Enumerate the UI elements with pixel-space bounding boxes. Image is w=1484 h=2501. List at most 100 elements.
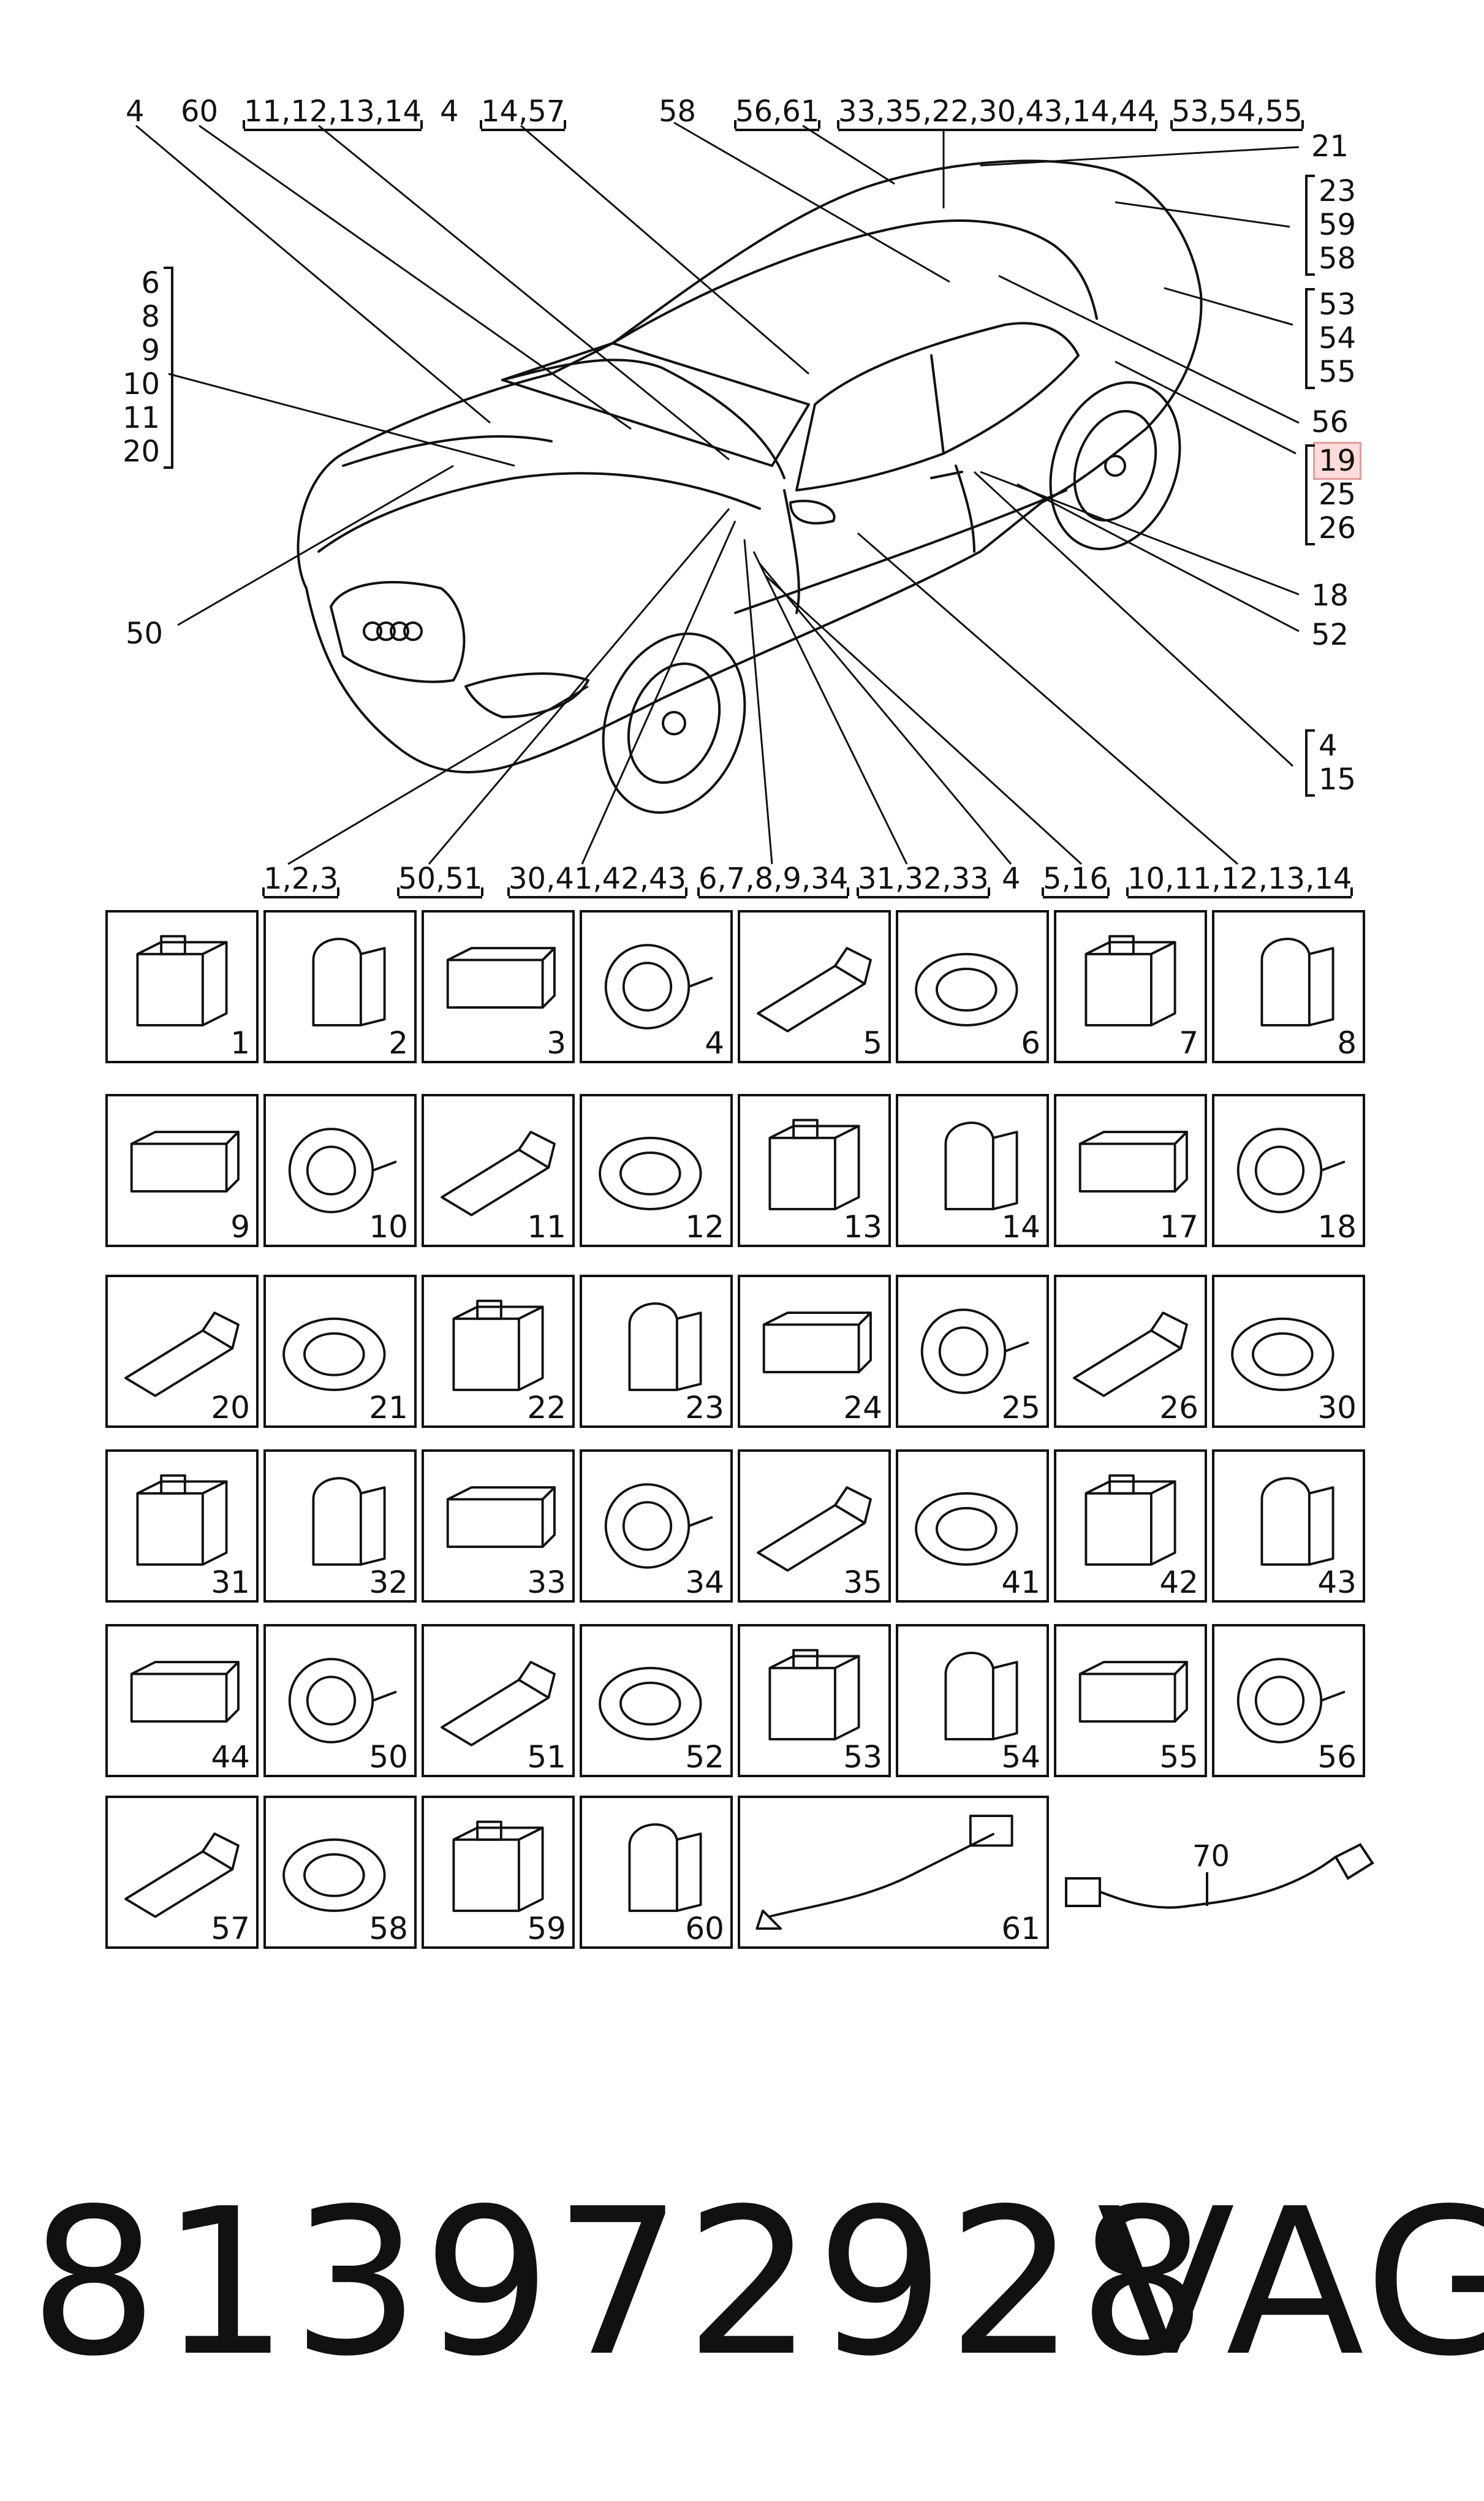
part-cell[interactable]: 18 xyxy=(1212,1094,1365,1247)
part-cell[interactable]: 14 xyxy=(896,1094,1049,1247)
part-drawing xyxy=(441,1131,556,1216)
part-cell[interactable]: 34 xyxy=(580,1449,733,1603)
callout-top-4: 4 xyxy=(440,94,459,129)
part-cell[interactable]: 9 xyxy=(105,1094,259,1247)
part-cell[interactable]: 53 xyxy=(738,1624,891,1777)
part-number-label: 35 xyxy=(843,1565,882,1600)
part-cell[interactable]: 51 xyxy=(422,1624,575,1777)
part-drawing xyxy=(452,1299,544,1391)
part-number-label: 43 xyxy=(1317,1565,1357,1600)
part-drawing xyxy=(599,1136,702,1210)
part-cell[interactable]: 44 xyxy=(105,1624,259,1777)
part-cell[interactable]: 52 xyxy=(580,1624,733,1777)
part-drawing xyxy=(599,1666,702,1740)
part-number-label: 58 xyxy=(369,1911,408,1946)
part-cell[interactable]: 50 xyxy=(263,1624,417,1777)
part-cell[interactable]: 57 xyxy=(105,1796,259,1949)
part-drawing xyxy=(312,1477,386,1566)
part-cell[interactable]: 6 xyxy=(896,910,1049,1063)
callout-right-group-item: 58 xyxy=(1319,241,1357,276)
part-cell[interactable]: 54 xyxy=(896,1624,1049,1777)
part-drawing xyxy=(288,1658,397,1744)
part-cell[interactable]: 2 xyxy=(263,910,417,1063)
part-cell[interactable]: 24 xyxy=(738,1275,891,1428)
callout-right-group-item: 59 xyxy=(1319,208,1357,242)
part-number-label: 1 xyxy=(230,1025,250,1061)
part-cell[interactable]: 35 xyxy=(738,1449,891,1603)
callout-bottom-3: 30,41,42,43 xyxy=(507,864,688,898)
callout-right-group-item-highlighted: 19 xyxy=(1312,442,1362,480)
part-number-label: 13 xyxy=(843,1209,882,1245)
callout-top-9: 53,54,55 xyxy=(1170,97,1304,131)
callout-top-3: 11,12,13,14 xyxy=(242,97,423,131)
part-number-label: 32 xyxy=(369,1565,408,1600)
callout-left-group-item: 8 xyxy=(141,300,161,334)
part-drawing xyxy=(1073,1311,1188,1397)
part-number-label: 54 xyxy=(1001,1739,1040,1775)
part-number-label: 17 xyxy=(1159,1209,1198,1245)
part-70-label: 70 xyxy=(1192,1839,1230,1873)
callout-right-group-2: 53 54 55 xyxy=(1305,288,1356,389)
part-drawing xyxy=(944,1121,1018,1210)
part-cell[interactable]: 3 xyxy=(422,910,575,1063)
callout-right-group-1: 23 59 58 xyxy=(1305,175,1356,276)
part-cell[interactable]: 60 xyxy=(580,1796,733,1949)
callout-right-52: 52 xyxy=(1311,618,1349,652)
part-number-label: 24 xyxy=(843,1390,882,1425)
part-cell[interactable]: 26 xyxy=(1054,1275,1207,1428)
callout-right-group-item: 53 xyxy=(1319,287,1357,322)
part-drawing xyxy=(920,1308,1029,1394)
part-drawing xyxy=(136,935,228,1027)
part-cell[interactable]: 22 xyxy=(422,1275,575,1428)
part-drawing xyxy=(757,947,872,1033)
callout-top-6: 58 xyxy=(659,94,697,129)
part-cell[interactable]: 21 xyxy=(263,1275,417,1428)
callout-bottom-5: 31,32,33 xyxy=(857,864,990,898)
part-cell[interactable]: 23 xyxy=(580,1275,733,1428)
part-cell[interactable]: 43 xyxy=(1212,1449,1365,1603)
part-cell[interactable]: 25 xyxy=(896,1275,1049,1428)
part-cell[interactable]: 7 xyxy=(1054,910,1207,1063)
part-cell[interactable]: 31 xyxy=(105,1449,259,1603)
part-cell[interactable]: 5 xyxy=(738,910,891,1063)
part-cell[interactable]: 41 xyxy=(896,1449,1049,1603)
part-cell[interactable]: 20 xyxy=(105,1275,259,1428)
part-cell[interactable]: 58 xyxy=(263,1796,417,1949)
part-drawing xyxy=(762,1311,872,1373)
callout-right-group-3: 19 25 26 xyxy=(1305,442,1362,545)
callout-bottom-6: 4 xyxy=(1002,862,1021,896)
part-number-label: 2 xyxy=(388,1025,408,1061)
part-cell[interactable]: 55 xyxy=(1054,1624,1207,1777)
part-number-label: 22 xyxy=(527,1390,566,1425)
part-cell[interactable]: 33 xyxy=(422,1449,575,1603)
part-drawing xyxy=(282,1317,386,1391)
part-number-label: 52 xyxy=(685,1739,724,1775)
part-cell[interactable]: 56 xyxy=(1212,1624,1365,1777)
part-cell[interactable]: 8 xyxy=(1212,910,1365,1063)
callout-right-group-item: 55 xyxy=(1319,355,1357,389)
callout-right-group-item: 15 xyxy=(1319,762,1357,797)
part-drawing xyxy=(757,1486,872,1572)
part-number-label: 18 xyxy=(1317,1209,1357,1245)
part-cell[interactable]: 11 xyxy=(422,1094,575,1247)
callout-left-group-item: 10 xyxy=(123,367,161,401)
part-cell[interactable]: 4 xyxy=(580,910,733,1063)
part-drawing xyxy=(768,1649,860,1740)
part-cell[interactable]: 12 xyxy=(580,1094,733,1247)
part-cell[interactable]: 13 xyxy=(738,1094,891,1247)
part-cell[interactable]: 32 xyxy=(263,1449,417,1603)
part-cell[interactable]: 1 xyxy=(105,910,259,1063)
part-cell[interactable]: 10 xyxy=(263,1094,417,1247)
part-number: 813972928 xyxy=(29,2165,1210,2400)
part-cell[interactable]: 61 xyxy=(738,1796,1049,1949)
callout-right-group-item: 25 xyxy=(1319,477,1357,512)
part-number-label: 50 xyxy=(369,1739,408,1775)
part-drawing xyxy=(1085,1474,1176,1566)
part-drawing xyxy=(312,938,386,1027)
part-cell[interactable]: 59 xyxy=(422,1796,575,1949)
part-drawing xyxy=(124,1311,240,1397)
part-drawing xyxy=(604,944,713,1030)
part-cell[interactable]: 17 xyxy=(1054,1094,1207,1247)
part-cell[interactable]: 30 xyxy=(1212,1275,1365,1428)
part-cell[interactable]: 42 xyxy=(1054,1449,1207,1603)
